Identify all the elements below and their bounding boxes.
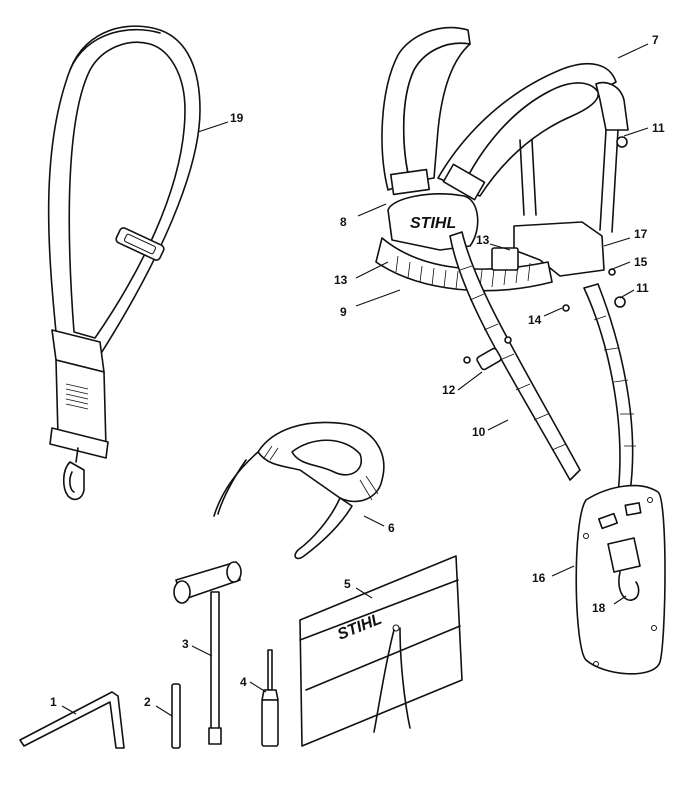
shoulder-strap-drawing [47,25,201,501]
callout-3: 3 [182,637,189,651]
callout-11-upper: 11 [652,121,665,135]
callout-10: 10 [472,425,486,439]
harness-brand-text: STIHL [410,215,456,232]
leader-lines [61,43,649,717]
callout-1: 1 [50,695,57,709]
callout-4: 4 [240,675,247,689]
callout-16: 16 [532,571,546,585]
callout-5: 5 [344,577,351,591]
callout-17: 17 [634,227,648,241]
callout-labels: 19 7 11 8 13 9 13 17 15 11 14 12 10 6 5 … [50,33,665,709]
callout-9: 9 [340,305,347,319]
screwdriver-drawing [261,649,279,747]
callout-15: 15 [634,255,648,269]
hex-key-drawing [19,691,125,749]
callout-13-center: 13 [476,233,490,247]
right-strap-hatch [593,315,636,447]
callout-6: 6 [388,521,395,535]
callout-18: 18 [592,601,606,615]
callout-13-left: 13 [334,273,348,287]
tool-pouch-drawing: STIHL [299,555,463,747]
safety-glasses-drawing [213,421,385,560]
harness-drawing: STIHL [375,26,666,675]
callout-8: 8 [340,215,347,229]
strap-label-hatch [65,383,89,410]
callout-7: 7 [652,33,659,47]
pin-drawing [171,683,181,749]
glasses-side-shield-hatch [263,445,379,501]
front-strap-hatch [459,265,567,451]
callout-12: 12 [442,383,456,397]
callout-19: 19 [230,111,244,125]
callout-2: 2 [144,695,151,709]
callout-14: 14 [528,313,542,327]
callout-11-lower: 11 [636,281,649,295]
combination-wrench-drawing [173,561,242,745]
